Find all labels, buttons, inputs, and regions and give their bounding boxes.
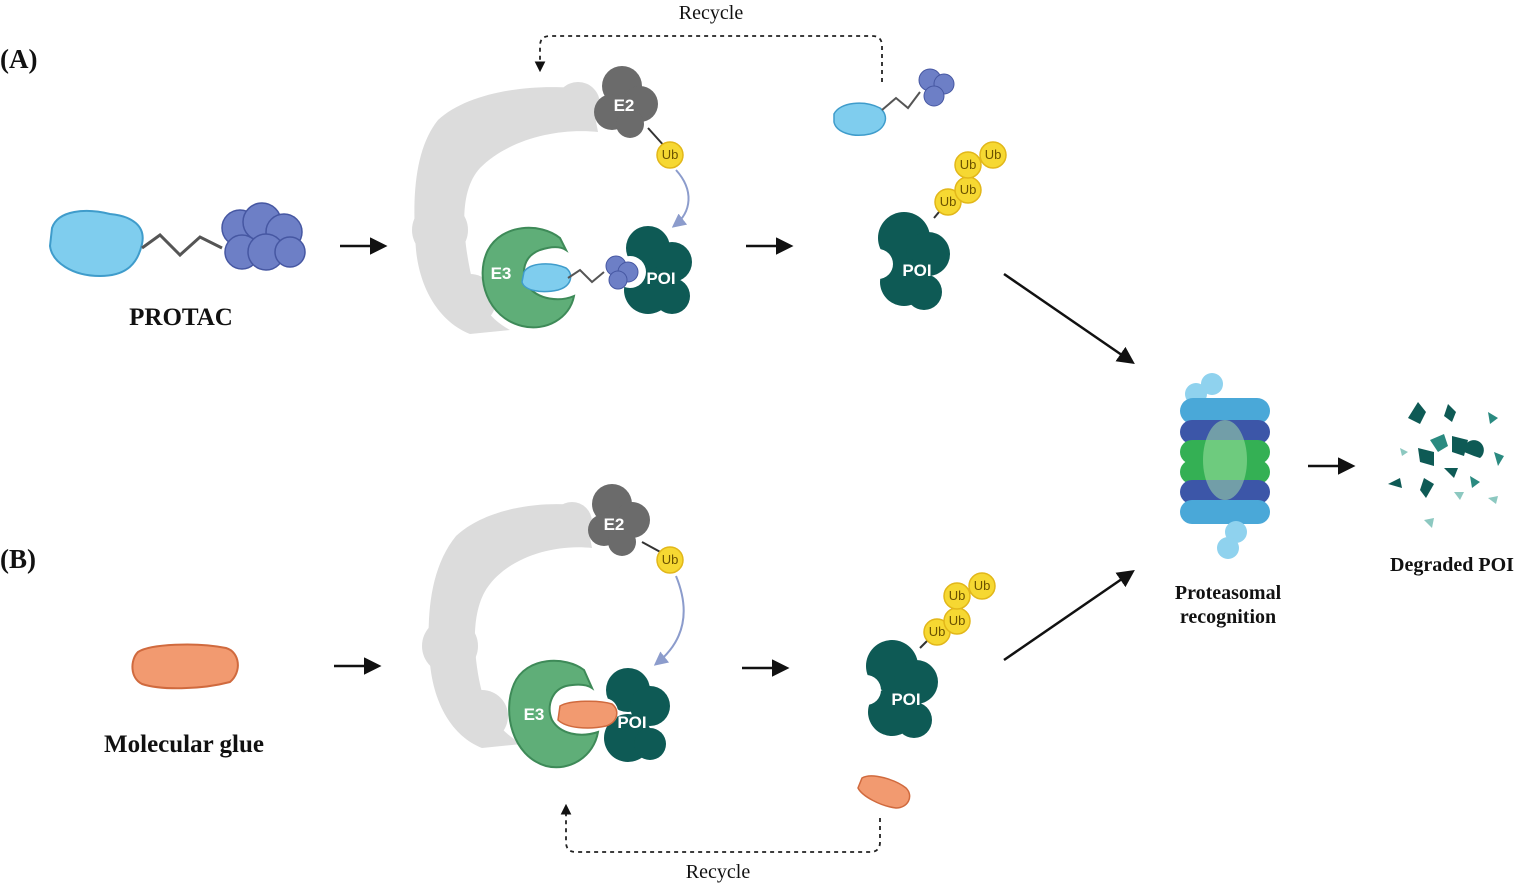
proteasome xyxy=(1180,373,1270,559)
arrow-to-proteasome-a xyxy=(1003,272,1135,364)
ub-label-b: Ub xyxy=(662,552,679,567)
proteasome-label-1: Proteasomal xyxy=(1175,582,1282,604)
ub-a1: Ub xyxy=(940,194,957,209)
molecular-glue-label: Molecular glue xyxy=(104,731,264,758)
ligase-scaffold-b xyxy=(422,502,592,748)
transfer-arrow-b xyxy=(653,575,685,666)
recycle-path-b xyxy=(560,803,881,853)
protac-molecule xyxy=(48,202,306,278)
poi-label-b: POI xyxy=(617,713,646,732)
degraded-poi-label: Degraded POI xyxy=(1390,554,1514,576)
ub-b3: Ub xyxy=(949,588,966,603)
transfer-arrow-a xyxy=(671,169,690,228)
arrow-to-proteasome-b xyxy=(1003,570,1135,662)
proteasome-label-2: recognition xyxy=(1180,606,1276,628)
ligase-scaffold-a xyxy=(412,82,600,335)
e2-label-a: E2 xyxy=(614,96,635,115)
ub-b4: Ub xyxy=(974,578,991,593)
ternary-complex-b: E2 Ub E3 POI xyxy=(422,484,685,769)
molecular-glue-molecule xyxy=(131,643,239,690)
bound-glue-b xyxy=(557,700,618,729)
ubiquitinated-poi-b: POI Ub Ub Ub Ub xyxy=(851,572,996,738)
bound-linker-a xyxy=(567,268,605,284)
recycle-label-b: Recycle xyxy=(686,861,751,883)
e2-label-b: E2 xyxy=(604,515,625,534)
ub-b2: Ub xyxy=(949,613,966,628)
e3-ligase-a xyxy=(481,226,576,329)
panel-b-label: (B) xyxy=(0,544,36,574)
ub-a2: Ub xyxy=(960,182,977,197)
ternary-complex-a: E2 Ub E3 POI xyxy=(412,66,692,335)
recycle-path-a xyxy=(534,35,883,82)
poi-b xyxy=(604,668,670,762)
ub-a4: Ub xyxy=(985,147,1002,162)
released-glue xyxy=(857,775,911,809)
ubiquitin-e2-a: Ub xyxy=(656,141,684,169)
e2-protein-b xyxy=(588,484,650,556)
released-protac xyxy=(833,68,955,136)
ub-b1: Ub xyxy=(929,624,946,639)
ubiquitin-e2-b: Ub xyxy=(656,546,684,574)
bound-ligand-a xyxy=(605,255,639,290)
poi-label-a2: POI xyxy=(902,261,931,280)
e2-protein-a xyxy=(594,66,658,138)
ubiquitinated-poi-a: POI Ub Ub Ub Ub xyxy=(863,141,1007,310)
poi-label-b2: POI xyxy=(891,690,920,709)
e3-ligase-b xyxy=(508,659,600,769)
degraded-fragments xyxy=(1388,402,1504,528)
e3-label-b: E3 xyxy=(524,705,545,724)
e3-label-a: E3 xyxy=(491,264,512,283)
ub-label: Ub xyxy=(662,147,679,162)
panel-a-label: (A) xyxy=(0,44,37,74)
protac-label: PROTAC xyxy=(129,304,233,331)
bound-warhead-a xyxy=(521,263,572,293)
recycle-label-a: Recycle xyxy=(679,2,744,24)
ub-a3: Ub xyxy=(960,157,977,172)
poi-label-a: POI xyxy=(646,269,675,288)
